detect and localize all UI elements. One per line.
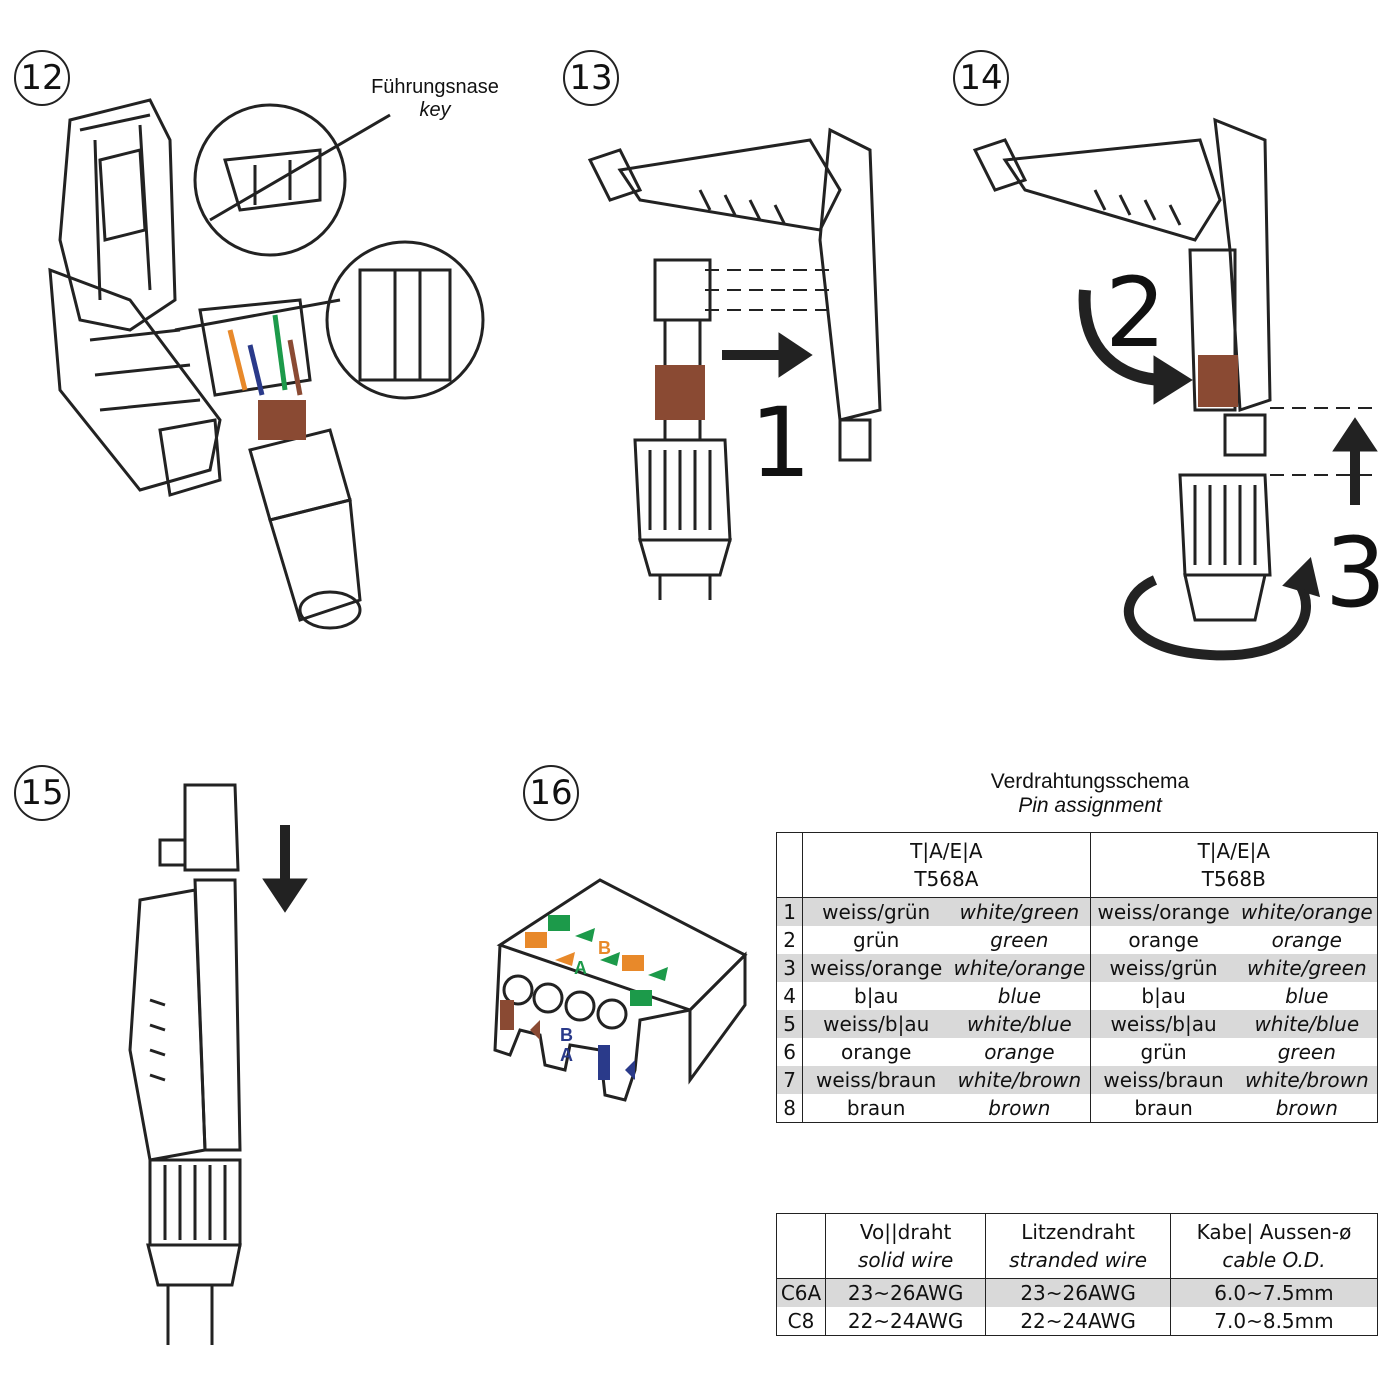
pin-number: 7 [775, 1066, 804, 1094]
pin-t568a-en: white/orange [949, 954, 1091, 982]
step-12-badge: 12 [14, 50, 70, 106]
wire-col-blank [776, 1213, 826, 1279]
wire-solid: 22~24AWG [824, 1307, 987, 1336]
wire-type: C8 [776, 1307, 826, 1336]
pin-t568b-en: white/orange [1236, 897, 1378, 926]
wire-od: 7.0~8.5mm [1169, 1307, 1379, 1336]
pin-col-blank [775, 832, 804, 898]
pin-t568a-de: weiss/b|au [802, 1010, 950, 1038]
wire-stranded: 22~24AWG [985, 1307, 1171, 1336]
step12-colored-wires [227, 314, 306, 440]
pin-t568b-de: weiss/orange [1089, 897, 1237, 926]
pin-t568b-de: braun [1089, 1094, 1237, 1123]
pin-table-title-de: Verdrahtungsschema [990, 770, 1190, 793]
pin-t568b-en: orange [1236, 926, 1378, 954]
step-16-badge: 16 [523, 765, 579, 821]
pin-t568b-en: brown [1236, 1094, 1378, 1123]
pin-t568b-de: orange [1089, 926, 1237, 954]
pin-number: 2 [775, 926, 804, 954]
wire-od: 6.0~7.5mm [1169, 1278, 1379, 1307]
wire-stranded: 23~26AWG [985, 1278, 1171, 1307]
pin-t568b-de: b|au [1089, 982, 1237, 1010]
key-label-de: Führungsnase [371, 76, 499, 98]
pin-table-title: Verdrahtungsschema Pin assignment [960, 770, 1220, 818]
block-label-a2: A [560, 1045, 573, 1065]
pin-t568a-en: orange [949, 1038, 1091, 1066]
pin-t568a-en: white/blue [949, 1010, 1091, 1038]
pin-t568b-de: grün [1089, 1038, 1237, 1066]
step16-block-drawing [493, 878, 748, 1102]
step14-drawing [972, 117, 1380, 661]
pin-t568a-en: green [949, 926, 1091, 954]
step-14-badge: 14 [953, 50, 1009, 106]
pin-t568a-de: b|au [802, 982, 950, 1010]
block-label-b: B [598, 938, 611, 958]
action-number-1: 1 [750, 387, 812, 499]
step-13-badge: 13 [563, 50, 619, 106]
pin-t568a-en: blue [949, 982, 1091, 1010]
pin-t568a-de: weiss/braun [802, 1066, 950, 1094]
pin-t568b-en: white/blue [1236, 1010, 1378, 1038]
action-number-3: 3 [1325, 517, 1387, 629]
action-number-2: 2 [1105, 257, 1167, 369]
pin-t568a-de: weiss/orange [802, 954, 950, 982]
key-label: Führungsnase key [350, 76, 520, 122]
wire-type: C6A [776, 1278, 826, 1307]
pin-t568b-de: weiss/braun [1089, 1066, 1237, 1094]
pin-number: 5 [775, 1010, 804, 1038]
pin-number: 6 [775, 1038, 804, 1066]
pin-t568a-de: grün [802, 926, 950, 954]
pin-t568a-en: white/green [949, 897, 1091, 926]
block-label-b2: B [560, 1025, 573, 1045]
pin-t568b-en: green [1236, 1038, 1378, 1066]
pin-t568b-en: white/green [1236, 954, 1378, 982]
pin-number: 3 [775, 954, 804, 982]
pin-t568b-de: weiss/grün [1089, 954, 1237, 982]
pin-number: 4 [775, 982, 804, 1010]
pin-table-title-en: Pin assignment [1018, 794, 1162, 817]
block-label-a: A [574, 958, 587, 978]
step12-connector-drawing [48, 98, 485, 630]
pin-t568a-en: white/brown [949, 1066, 1091, 1094]
pin-number: 8 [775, 1094, 804, 1123]
key-label-en: key [419, 99, 451, 121]
wire-solid: 23~26AWG [824, 1278, 987, 1307]
pin-t568b-en: blue [1236, 982, 1378, 1010]
pin-t568b-en: white/brown [1236, 1066, 1378, 1094]
step13-drawing [587, 127, 882, 600]
pin-t568a-de: braun [802, 1094, 950, 1123]
pin-number: 1 [775, 897, 804, 926]
pin-t568a-de: weiss/grün [802, 897, 950, 926]
step15-drawing [128, 783, 308, 1345]
pin-t568a-en: brown [949, 1094, 1091, 1123]
pin-t568a-de: orange [802, 1038, 950, 1066]
step-15-badge: 15 [14, 765, 70, 821]
pin-t568b-de: weiss/b|au [1089, 1010, 1237, 1038]
